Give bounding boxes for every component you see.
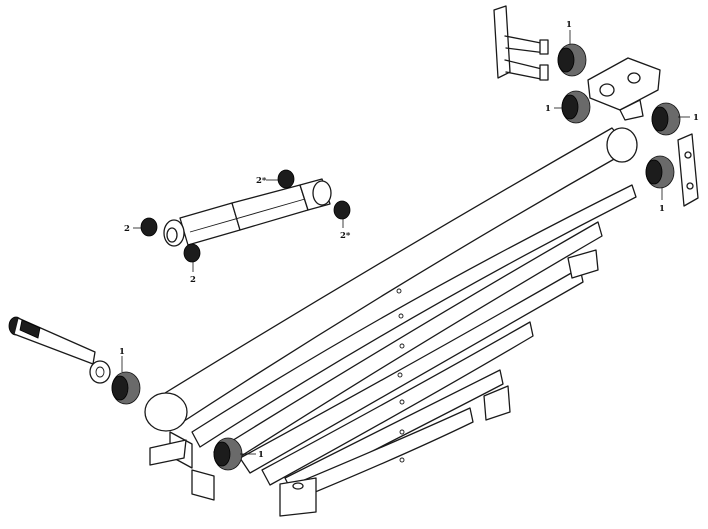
callout-label: 1 xyxy=(258,450,264,460)
callout-label: 1 xyxy=(566,20,572,30)
callout-label: 1 xyxy=(693,113,699,123)
shackle-assembly xyxy=(493,5,699,207)
eye-bolt xyxy=(8,316,111,384)
callout-label: 1 xyxy=(659,204,665,214)
callout-label: 2 xyxy=(124,224,130,234)
callout-label: 1 xyxy=(119,347,125,357)
front-bushing xyxy=(111,371,243,471)
callout-label: 2* xyxy=(340,231,351,241)
leaf-spring-pack xyxy=(144,127,638,517)
callout-label: 2* xyxy=(256,176,267,186)
shock-bushing xyxy=(140,169,351,263)
shackle-bushing xyxy=(557,43,681,189)
callout-label: 2 xyxy=(190,275,196,285)
callout-labels: 1 1 1 1 1 1 2* 2 2* 2 xyxy=(119,20,699,460)
callout-label: 1 xyxy=(545,104,551,114)
shock-absorber xyxy=(163,178,332,247)
